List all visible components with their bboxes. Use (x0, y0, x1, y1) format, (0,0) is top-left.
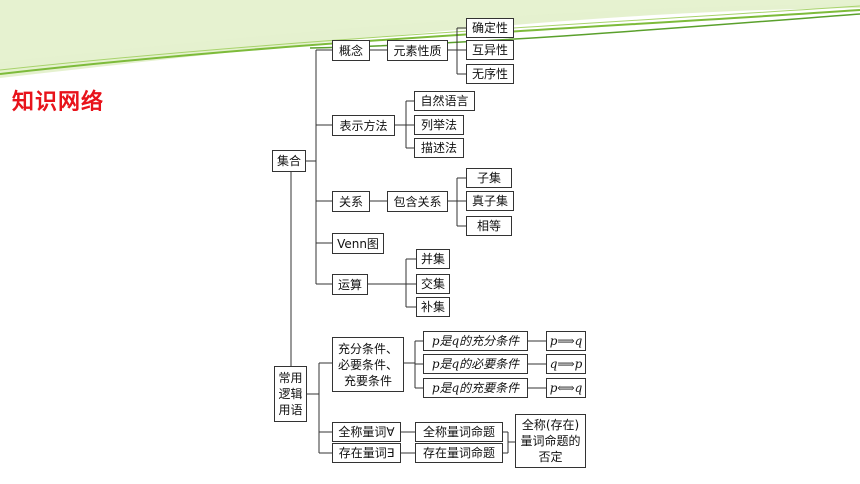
node-ziji: 子集 (466, 168, 512, 188)
node-quancheng: 全称量词∀ (332, 422, 401, 442)
node-jihe: 集合 (272, 150, 306, 172)
node-miaoshu: 描述法 (414, 138, 464, 158)
node-biaoshi: 表示方法 (332, 115, 395, 136)
node-tiaojian: 充分条件、必要条件、充要条件 (332, 337, 404, 392)
node-impl2: q⟹p (546, 354, 586, 374)
node-baohan: 包含关系 (387, 191, 448, 212)
node-wuxu: 无序性 (466, 64, 514, 84)
node-queding: 确定性 (466, 18, 514, 38)
node-huyi: 互异性 (466, 40, 514, 60)
node-xiangdeng: 相等 (466, 216, 512, 236)
node-liejv: 列举法 (414, 115, 464, 135)
node-chongyao: p是q的充要条件 (423, 378, 528, 398)
node-chongfen: p是q的充分条件 (423, 331, 528, 351)
node-venn: Venn图 (332, 233, 384, 254)
node-biyao: p是q的必要条件 (423, 354, 528, 374)
node-impl1: p⟹q (546, 331, 586, 351)
node-guanxi: 关系 (332, 191, 370, 212)
node-ziran: 自然语言 (414, 91, 475, 111)
node-changyong: 常用逻辑用语 (274, 366, 307, 422)
node-quancheng-mingti: 全称量词命题 (415, 422, 503, 442)
node-impl3: p⟺q (546, 378, 586, 398)
header-swoosh (0, 0, 860, 78)
node-yuansu-xingzhi: 元素性质 (387, 40, 448, 61)
node-gainian: 概念 (332, 40, 370, 61)
node-yunsuan: 运算 (332, 274, 368, 295)
node-buji: 补集 (416, 297, 450, 317)
node-bingji: 并集 (416, 249, 450, 269)
node-cunzai-mingti: 存在量词命题 (415, 443, 503, 463)
node-cunzai: 存在量词∃ (332, 443, 401, 463)
page-title: 知识网络 (12, 90, 105, 115)
node-jiaoji: 交集 (416, 274, 450, 294)
node-fouding: 全称(存在)量词命题的否定 (515, 414, 586, 468)
node-zhenziji: 真子集 (466, 191, 514, 211)
